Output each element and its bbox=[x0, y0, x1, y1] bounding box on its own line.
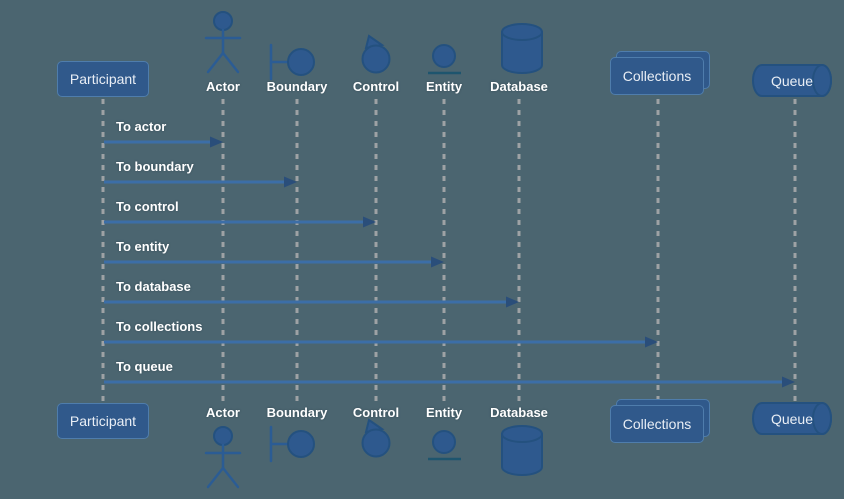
queue-icon-bottom bbox=[752, 402, 832, 435]
message-label-to-control: To control bbox=[116, 199, 179, 214]
control-icon-bottom bbox=[361, 418, 391, 458]
message-label-to-actor: To actor bbox=[116, 119, 167, 134]
boundary-label-top: Boundary bbox=[266, 79, 328, 94]
message-label-to-boundary: To boundary bbox=[116, 159, 194, 174]
database-label-bottom: Database bbox=[490, 405, 548, 420]
message-arrow-to-control bbox=[104, 216, 376, 228]
actor-icon-bottom bbox=[204, 426, 242, 489]
message-arrow-to-boundary bbox=[104, 176, 297, 188]
collections-label-bottom: Collections bbox=[622, 416, 692, 432]
collections-label-top: Collections bbox=[622, 68, 692, 84]
participant-label-bottom: Participant bbox=[69, 413, 137, 429]
entity-icon-bottom bbox=[428, 430, 461, 461]
control-label-top: Control bbox=[352, 79, 400, 94]
message-label-to-queue: To queue bbox=[116, 359, 173, 374]
participant-label-top: Participant bbox=[69, 71, 137, 87]
message-arrow-to-entity bbox=[104, 256, 444, 268]
control-icon-top bbox=[361, 34, 391, 74]
boundary-label-bottom: Boundary bbox=[266, 405, 328, 420]
database-label-top: Database bbox=[490, 79, 548, 94]
actor-label-top: Actor bbox=[206, 79, 240, 94]
actor-label-bottom: Actor bbox=[206, 405, 240, 420]
database-icon-bottom bbox=[501, 425, 543, 476]
message-arrow-to-collections bbox=[104, 336, 658, 348]
database-icon-top bbox=[501, 23, 543, 74]
collections-box-top: Collections bbox=[610, 57, 704, 95]
actor-icon-top bbox=[204, 11, 242, 74]
entity-label-top: Entity bbox=[425, 79, 463, 94]
queue-label-top: Queue bbox=[770, 72, 814, 89]
boundary-icon-top bbox=[269, 43, 315, 81]
entity-icon-top bbox=[428, 44, 461, 75]
message-label-to-entity: To entity bbox=[116, 239, 170, 254]
entity-label-bottom: Entity bbox=[425, 405, 463, 420]
participant-box-top: Participant bbox=[57, 61, 149, 97]
control-label-bottom: Control bbox=[352, 405, 400, 420]
message-arrow-to-database bbox=[104, 296, 519, 308]
participant-box-bottom: Participant bbox=[57, 403, 149, 439]
queue-label-bottom: Queue bbox=[770, 410, 814, 427]
boundary-icon-bottom bbox=[269, 425, 315, 463]
queue-icon-top bbox=[752, 64, 832, 97]
message-arrow-to-actor bbox=[104, 136, 223, 148]
collections-box-bottom: Collections bbox=[610, 405, 704, 443]
message-label-to-collections: To collections bbox=[116, 319, 203, 334]
message-label-to-database: To database bbox=[116, 279, 191, 294]
message-arrow-to-queue bbox=[104, 376, 795, 388]
